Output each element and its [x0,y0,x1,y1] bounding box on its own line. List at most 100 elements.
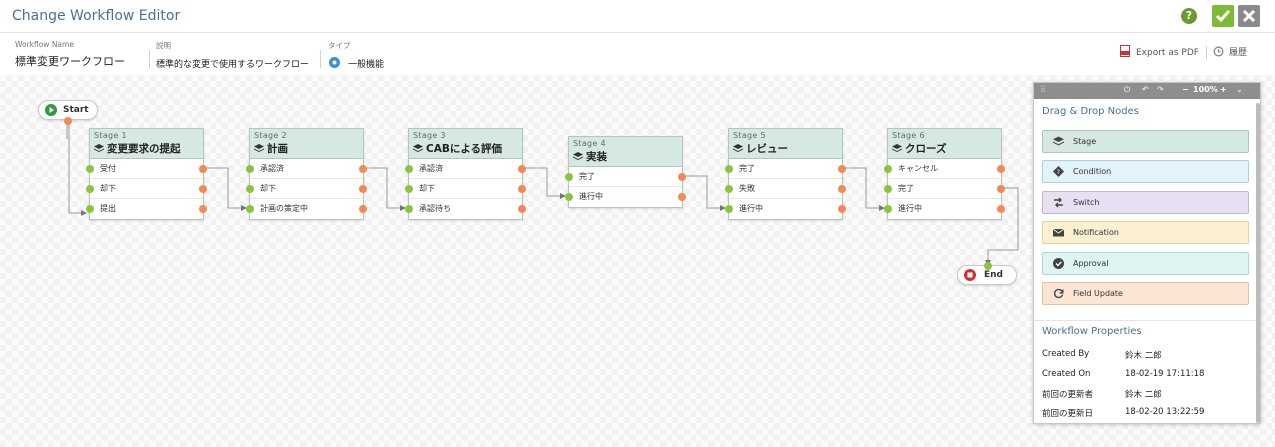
in-port[interactable] [884,185,892,193]
in-port[interactable] [405,205,413,213]
in-port[interactable] [725,205,733,213]
history-button[interactable]: 履歴 [1213,45,1247,58]
stage-status-row[interactable]: 承認済 [405,159,526,179]
description-value: 標準的な変更で使用するワークフロー [156,60,310,70]
stage-node-5[interactable]: Stage 5 レビュー 完了 失敗 進行中 [725,128,846,220]
stage-status-row[interactable]: 承認済 [246,159,367,179]
stage-node-1[interactable]: Stage 1 変更要求の提起 受付 却下 提出 [86,128,207,220]
redo-icon[interactable]: ↷ [1157,85,1164,94]
drag-handle-icon[interactable]: ⠿ [1040,85,1046,94]
stage-status-row[interactable]: 却下 [86,179,207,199]
close-button[interactable] [1238,5,1260,27]
help-button[interactable]: ? [1181,8,1197,24]
in-port[interactable] [405,165,413,173]
in-port[interactable] [86,165,94,173]
stage-status-row[interactable]: 受付 [86,159,207,179]
in-port[interactable] [565,193,573,201]
out-port[interactable] [518,205,526,213]
start-out-port[interactable] [64,117,72,125]
stage-status-row[interactable]: 承認待ち [405,199,526,219]
out-port[interactable] [838,165,846,173]
stage-number: Stage 6 [892,131,925,140]
stage-status-row[interactable]: 完了 [884,179,1005,199]
power-icon[interactable]: ⏻ [1124,85,1131,94]
undo-icon[interactable]: ↶ [1142,85,1149,94]
out-port[interactable] [359,185,367,193]
condition-node-template[interactable]: ? Condition [1042,160,1249,183]
stage-status-row[interactable]: 計画の策定中 [246,199,367,219]
out-port[interactable] [518,185,526,193]
notification-node-template[interactable]: Notification [1042,221,1249,244]
description-field[interactable]: 説明 標準的な変更で使用するワークフロー [156,40,309,70]
collapse-icon[interactable]: ⌄ [1236,85,1243,94]
in-port[interactable] [884,165,892,173]
workflow-name-field[interactable]: Workflow Name 標準変更ワークフロー [15,40,125,69]
type-field[interactable]: タイプ 一般機能 [328,40,384,70]
stage-status-row[interactable]: 進行中 [884,199,1005,219]
end-in-port[interactable] [984,262,992,270]
out-port[interactable] [997,205,1005,213]
stage-node-3[interactable]: Stage 3 CABによる評価 承認済 却下 承認待ち [405,128,526,220]
in-port[interactable] [725,165,733,173]
prop-value: 18-02-19 17:11:18 [1125,369,1205,379]
out-port[interactable] [678,173,686,181]
end-node[interactable]: End [957,262,1017,285]
divider [149,50,150,68]
stage-title: 実装 [573,149,678,164]
in-port[interactable] [246,185,254,193]
approval-node-template[interactable]: Approval [1042,252,1249,275]
out-port[interactable] [199,165,207,173]
zoom-in-icon[interactable]: + [1220,85,1227,94]
switch-node-template[interactable]: Switch [1042,191,1249,214]
zoom-out-icon[interactable]: − [1182,85,1189,94]
stage-name: 計画 [267,143,288,155]
in-port[interactable] [884,205,892,213]
stage-title: CABによる評価 [413,141,518,156]
stage-status-row[interactable]: 完了 [565,167,686,187]
pdf-icon [1120,45,1130,57]
in-port[interactable] [246,165,254,173]
panel-scrollbar[interactable] [1256,103,1260,423]
stage-status-row[interactable]: 提出 [86,199,207,219]
out-port[interactable] [678,193,686,201]
save-button[interactable] [1212,5,1234,27]
stage-status-row[interactable]: 失敗 [725,179,846,199]
out-port[interactable] [199,185,207,193]
out-port[interactable] [838,185,846,193]
in-port[interactable] [725,185,733,193]
status-label: 却下 [260,184,276,193]
field-update-node-template[interactable]: Field Update [1042,282,1249,305]
stage-status-row[interactable]: 却下 [246,179,367,199]
stage-status-row[interactable]: 却下 [405,179,526,199]
stage-node-6[interactable]: Stage 6 クローズ キャンセル 完了 進行中 [884,128,1005,220]
stage-status-row[interactable]: キャンセル [884,159,1005,179]
out-port[interactable] [199,205,207,213]
stage-status-row[interactable]: 進行中 [725,199,846,219]
out-port[interactable] [518,165,526,173]
node-palette-panel: ⠿ ⏻ ↶ ↷ − 100% + ⌄ Drag & Drop Nodes Sta… [1033,82,1261,424]
switch-arrows-icon [1054,197,1063,208]
status-label: 計画の策定中 [260,204,308,213]
stage-title: 変更要求の提起 [94,141,199,156]
in-port[interactable] [86,185,94,193]
out-port[interactable] [997,185,1005,193]
in-port[interactable] [86,205,94,213]
out-port[interactable] [838,205,846,213]
out-port[interactable] [359,205,367,213]
status-label: 完了 [898,184,914,193]
in-port[interactable] [565,173,573,181]
start-node[interactable]: Start [38,100,98,125]
stage-node-template[interactable]: Stage [1042,130,1249,153]
stage-node-4[interactable]: Stage 4 実装 完了 進行中 [565,136,686,208]
stage-status-row[interactable]: 完了 [725,159,846,179]
in-port[interactable] [246,205,254,213]
stage-node-2[interactable]: Stage 2 計画 承認済 却下 計画の策定中 [246,128,367,220]
out-port[interactable] [359,165,367,173]
out-port[interactable] [997,165,1005,173]
stage-number: Stage 4 [573,139,606,148]
check-icon [1215,10,1231,23]
stage-status-row[interactable]: 進行中 [565,187,686,207]
export-pdf-button[interactable]: Export as PDF [1120,45,1199,58]
in-port[interactable] [405,185,413,193]
